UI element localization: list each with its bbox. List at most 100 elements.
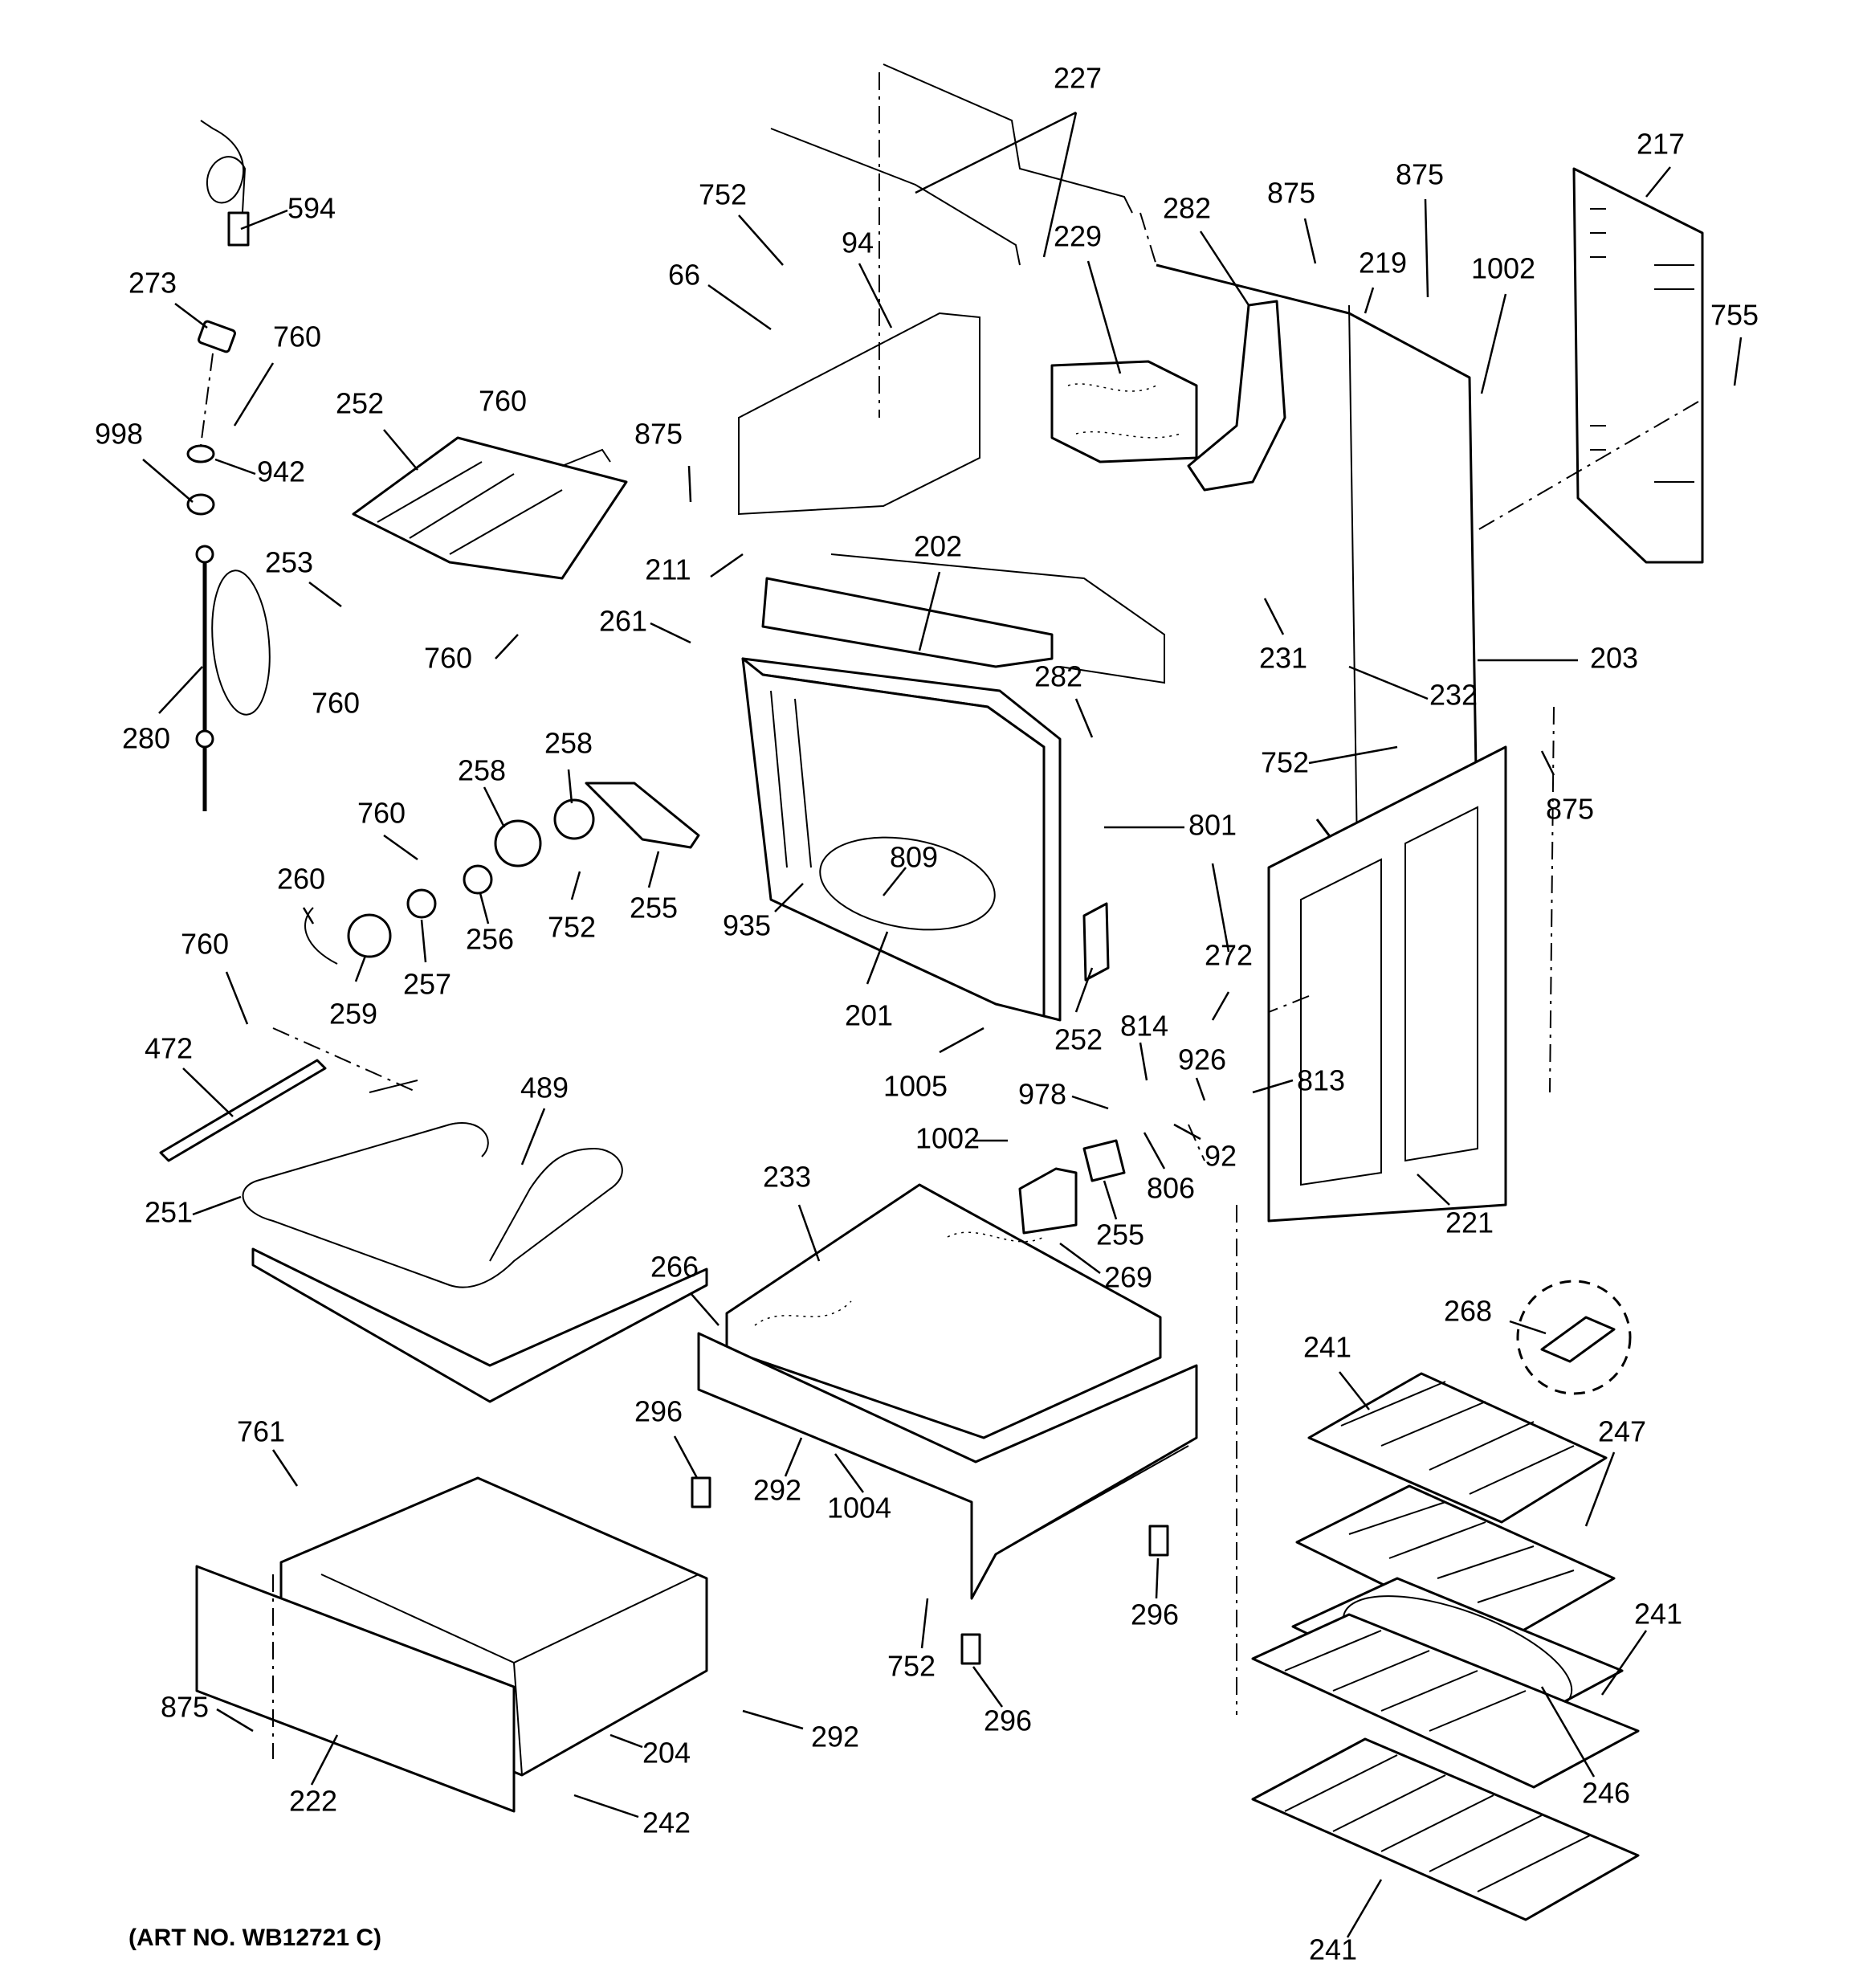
- callout-241: 241: [1634, 1598, 1682, 1631]
- callout-252: 252: [336, 387, 384, 420]
- callout-752: 752: [548, 911, 596, 944]
- leader-296b: [1155, 1557, 1160, 1599]
- part-489-bake-element: [242, 1080, 623, 1288]
- leader-489: [520, 1108, 546, 1165]
- callout-94: 94: [842, 227, 874, 259]
- leader-229: [1086, 260, 1122, 374]
- callout-594: 594: [287, 192, 336, 225]
- leader-282b: [1074, 698, 1094, 738]
- leader-258a: [483, 786, 506, 828]
- part-258-ring-inner: [494, 819, 542, 867]
- callout-760: 760: [181, 928, 229, 961]
- part-227-wires: [770, 63, 1133, 266]
- leader-241c: [1346, 1879, 1383, 1938]
- callout-211: 211: [645, 553, 691, 586]
- leader-296c: [972, 1666, 1004, 1708]
- part-472-rail: [159, 1059, 327, 1162]
- part-594-harness: [200, 120, 250, 247]
- leader-875c: [1424, 198, 1429, 298]
- leader-752b: [1308, 745, 1398, 765]
- callout-201: 201: [845, 999, 893, 1032]
- callout-261: 261: [599, 605, 647, 638]
- leader-292b: [742, 1709, 804, 1730]
- callout-257: 257: [403, 968, 451, 1001]
- callout-252: 252: [1054, 1023, 1103, 1056]
- leader-752d: [920, 1598, 929, 1649]
- callout-813: 813: [1297, 1064, 1345, 1097]
- part-282-vent-duct: [1187, 300, 1286, 492]
- callout-227: 227: [1054, 62, 1102, 95]
- leader-211: [710, 553, 744, 578]
- leader-253: [308, 582, 342, 607]
- callout-875: 875: [1546, 793, 1594, 826]
- callout-292: 292: [811, 1721, 859, 1753]
- leader-269: [1059, 1242, 1101, 1275]
- leader-233: [797, 1204, 821, 1262]
- callout-280: 280: [122, 722, 170, 755]
- callout-232: 232: [1429, 679, 1478, 712]
- part-222-drawer-front: [195, 1565, 516, 1813]
- callout-761: 761: [237, 1415, 285, 1448]
- leader-806: [1143, 1132, 1166, 1170]
- leader-257: [420, 919, 427, 963]
- leader-760a: [233, 362, 275, 427]
- leader-231: [1263, 598, 1285, 635]
- callout-1005: 1005: [883, 1070, 948, 1103]
- leader-256: [479, 892, 490, 925]
- callout-978: 978: [1018, 1078, 1066, 1111]
- leader-809: [883, 867, 907, 896]
- art-number-caption: (ART NO. WB12721 C): [128, 1925, 381, 1951]
- part-266-frame: [697, 1332, 1198, 1600]
- leader-942: [214, 458, 256, 476]
- leader-760e: [383, 834, 418, 861]
- callout-260: 260: [277, 863, 325, 896]
- callout-222: 222: [289, 1785, 337, 1818]
- leader-761: [271, 1449, 299, 1487]
- part-269-bracket: [1018, 1167, 1078, 1235]
- callout-253: 253: [265, 546, 313, 579]
- leader-204: [609, 1733, 643, 1749]
- leader-752c: [570, 871, 581, 900]
- part-594-connector: [227, 211, 250, 247]
- leader-252b: [1074, 967, 1094, 1013]
- leader-1002a: [1480, 293, 1507, 394]
- callout-273: 273: [128, 267, 177, 300]
- part-273: [198, 320, 236, 353]
- callout-1002: 1002: [1471, 252, 1535, 285]
- callout-752: 752: [1261, 746, 1309, 779]
- leader-251: [192, 1195, 242, 1216]
- part-241-rack-middle: [1251, 1613, 1640, 1789]
- leader-998: [142, 459, 194, 503]
- callout-256: 256: [466, 923, 514, 956]
- callout-233: 233: [763, 1161, 811, 1194]
- callout-231: 231: [1259, 642, 1307, 675]
- leader-268: [1509, 1320, 1547, 1335]
- leader-219: [1364, 287, 1375, 314]
- callout-219: 219: [1359, 247, 1407, 280]
- callout-282: 282: [1163, 192, 1211, 225]
- part-bottom-tray: [251, 1247, 708, 1403]
- part-241-rack-bottom: [1251, 1737, 1640, 1921]
- leader-242: [573, 1794, 639, 1819]
- leader-875a: [687, 465, 692, 503]
- leader-241a: [1339, 1371, 1370, 1410]
- callout-272: 272: [1205, 939, 1253, 972]
- part-252-bracket: [1082, 902, 1110, 982]
- callout-282: 282: [1034, 660, 1082, 693]
- leader-760f: [225, 971, 249, 1025]
- leader-217: [1645, 166, 1671, 198]
- callout-472: 472: [145, 1032, 193, 1065]
- leader-760d: [495, 634, 519, 659]
- leader-259: [354, 955, 367, 982]
- callout-1004: 1004: [827, 1492, 891, 1525]
- leader-280: [158, 666, 203, 714]
- leader-258b: [567, 769, 573, 804]
- leader-252a: [383, 429, 418, 471]
- callout-258: 258: [544, 727, 593, 760]
- leader-241b: [1600, 1630, 1648, 1696]
- leader-227: [915, 111, 1078, 258]
- leader-875e: [216, 1708, 254, 1733]
- callout-266: 266: [650, 1251, 699, 1284]
- leader-1004: [834, 1453, 865, 1493]
- leader-472: [182, 1067, 234, 1117]
